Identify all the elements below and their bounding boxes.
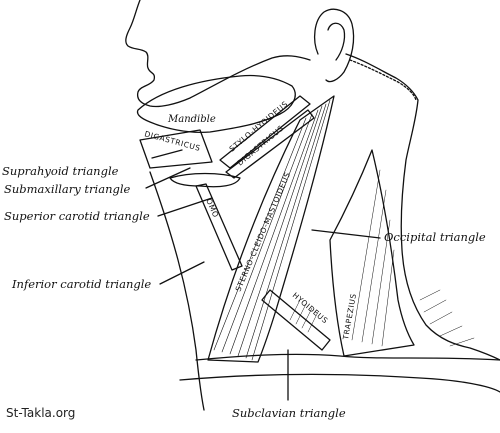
superior-carotid-triangle-label: Superior carotid triangle xyxy=(4,209,150,223)
ear-inner xyxy=(327,22,346,61)
trapezius-fibers xyxy=(351,169,395,347)
hyoid-bone xyxy=(169,172,241,188)
mandible-outline xyxy=(136,74,296,134)
submaxillary-triangle-label: Submaxillary triangle xyxy=(4,182,131,196)
digastric-anterior xyxy=(139,129,213,169)
omohyoid-superior xyxy=(195,183,243,271)
leader-superior-carotid xyxy=(157,197,213,217)
leader-occipital xyxy=(311,229,381,239)
trapezius-band xyxy=(329,149,415,357)
neck-front-outline xyxy=(149,171,205,411)
leader-suprahyoid xyxy=(151,149,183,159)
trapezius-label: TRAPEZIUS xyxy=(341,293,358,342)
mandible-label: Mandible xyxy=(167,114,216,125)
occipital-triangle-label: Occipital triangle xyxy=(384,230,486,244)
digastric-posterior-strip xyxy=(225,109,315,179)
digastricus-left-label: DIGASTRICUS xyxy=(143,129,201,153)
sternocleidomastoid-fibers xyxy=(213,99,331,361)
omo-label: OMO xyxy=(204,197,220,219)
watermark: St-Takla.org xyxy=(6,406,76,420)
ear-outline xyxy=(313,8,355,83)
leader-submaxillary xyxy=(145,167,191,189)
face-profile-outline xyxy=(125,0,311,108)
shoulder-outline xyxy=(179,373,500,393)
shading-hatch xyxy=(289,289,475,347)
suprahyoid-triangle-label: Suprahyoid triangle xyxy=(2,164,119,178)
subclavian-triangle-label: Subclavian triangle xyxy=(232,406,346,420)
neck-back-outline xyxy=(345,53,500,361)
stylohyoid-strip xyxy=(219,95,311,169)
clavicle-outline xyxy=(195,353,500,361)
inferior-carotid-triangle-label: Inferior carotid triangle xyxy=(12,277,152,291)
sternocleidomastoid-band xyxy=(207,95,335,363)
omohyoid-inferior xyxy=(261,289,331,351)
hyoideus-label: HYOIDEUS xyxy=(291,291,330,326)
sternocleidomastoideus-label: STERNO-CLEIDO-MASTOIDEUS xyxy=(234,171,293,293)
neck-back-border xyxy=(349,59,417,101)
leader-inferior-carotid xyxy=(159,261,205,285)
